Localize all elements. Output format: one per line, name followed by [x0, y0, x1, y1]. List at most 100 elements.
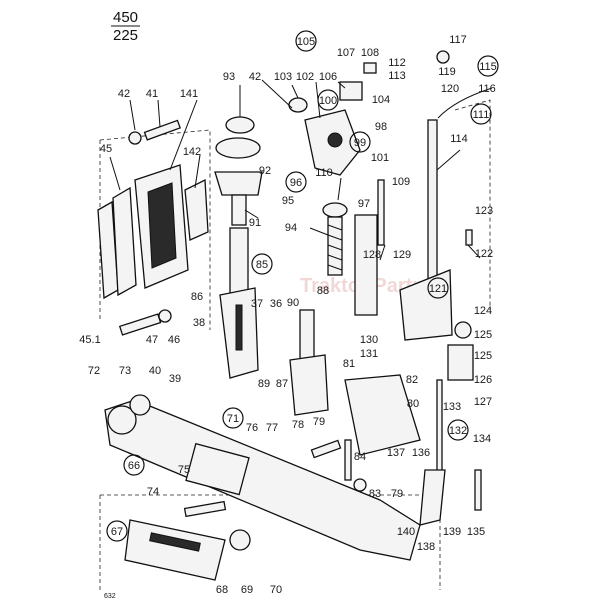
part-label-123: 123 — [475, 205, 493, 217]
part-label-70: 70 — [270, 584, 282, 596]
callout-circle-105 — [295, 30, 317, 52]
part-label-125: 125 — [474, 329, 492, 341]
callout-circle-71 — [222, 407, 244, 429]
part-84-spring — [344, 439, 352, 481]
part-133-rod — [436, 379, 443, 481]
part-label-119: 119 — [438, 66, 456, 78]
part-123-screw — [465, 229, 473, 246]
part-label-114: 114 — [450, 133, 468, 145]
part-label-122: 122 — [475, 248, 493, 260]
callout-label-71: 71 — [227, 413, 239, 425]
part-label-108: 108 — [361, 47, 379, 59]
part-74-bolt — [183, 500, 227, 518]
part-103-ring — [288, 97, 308, 113]
part-label-72: 72 — [88, 365, 100, 377]
callout-circle-96 — [285, 171, 307, 193]
part-label-91: 91 — [249, 217, 261, 229]
part-label-126: 126 — [474, 374, 492, 386]
part-69-ball — [229, 529, 251, 551]
part-label-76: 76 — [246, 422, 258, 434]
part-85-shaft — [229, 227, 249, 299]
part-117-ball — [436, 50, 450, 64]
part-47-bolt — [118, 313, 162, 336]
part-label-82: 82 — [406, 374, 418, 386]
part-label-80: 80 — [407, 398, 419, 410]
part-label-42: 42 — [249, 71, 261, 83]
callout-label-96: 96 — [290, 177, 302, 189]
part-138-arm — [419, 469, 446, 526]
callout-circle-85 — [251, 253, 273, 275]
callout-circle-121 — [427, 277, 449, 299]
part-108-block — [363, 62, 377, 74]
part-72-ball — [107, 405, 137, 435]
part-116-lever — [437, 87, 493, 119]
part-114-rod — [427, 119, 438, 281]
callout-circle-66 — [123, 454, 145, 476]
part-label-42: 42 — [118, 88, 130, 100]
part-142 — [184, 178, 209, 241]
callout-circle-115 — [477, 55, 499, 77]
part-label-86: 86 — [191, 291, 203, 303]
part-41-bolt — [143, 119, 181, 141]
part-label-92: 92 — [259, 165, 271, 177]
part-label-45.1: 45.1 — [79, 334, 100, 346]
part-label-140: 140 — [397, 526, 415, 538]
header-bottom: 225 — [113, 27, 138, 44]
part-83-nut — [353, 478, 367, 492]
part-label-131: 131 — [360, 348, 378, 360]
part-label-134: 134 — [473, 433, 491, 445]
frame-right — [454, 99, 491, 310]
part-94-screw — [327, 216, 343, 276]
part-label-137: 137 — [387, 447, 405, 459]
part-label-77: 77 — [266, 422, 278, 434]
part-label-104: 104 — [372, 94, 390, 106]
part-label-141: 141 — [180, 88, 198, 100]
part-label-69: 69 — [241, 584, 253, 596]
part-124-knob — [454, 321, 472, 339]
part-label-95: 95 — [282, 195, 294, 207]
part-label-112: 112 — [388, 57, 406, 69]
part-label-97: 97 — [358, 198, 370, 210]
part-73-ring — [129, 394, 151, 416]
callout-label-105: 105 — [297, 36, 315, 48]
part-label-83: 83 — [369, 488, 381, 500]
part-label-142: 142 — [183, 146, 201, 158]
part-label-116: 116 — [478, 83, 496, 95]
part-label-107: 107 — [337, 47, 355, 59]
part-86-slot — [235, 304, 243, 351]
part-label-89: 89 — [258, 378, 270, 390]
part-label-125: 125 — [474, 350, 492, 362]
part-label-78: 78 — [292, 419, 304, 431]
part-label-102: 102 — [296, 71, 314, 83]
part-122-bracket — [399, 269, 453, 341]
part-label-103: 103 — [274, 71, 292, 83]
part-label-129: 129 — [393, 249, 411, 261]
part-102-port — [327, 132, 343, 148]
callout-circle-111 — [470, 103, 492, 125]
part-label-39: 39 — [169, 373, 181, 385]
part-label-40: 40 — [149, 365, 161, 377]
part-95-gear — [322, 202, 348, 218]
part-label-47: 47 — [146, 334, 158, 346]
part-68-slot — [149, 532, 201, 552]
part-label-73: 73 — [119, 365, 131, 377]
part-label-79: 79 — [391, 488, 403, 500]
part-125-block — [447, 344, 474, 381]
callout-label-115: 115 — [479, 61, 497, 73]
part-label-130: 130 — [360, 334, 378, 346]
part-label-41: 41 — [146, 88, 158, 100]
part-label-135: 135 — [467, 526, 485, 538]
part-88-cylinder — [354, 214, 378, 316]
part-label-90: 90 — [287, 297, 299, 309]
part-93-bearing — [225, 116, 255, 134]
part-109-rod — [377, 179, 385, 246]
part-141-window — [147, 182, 177, 269]
part-label-128: 128 — [363, 249, 381, 261]
part-label-93: 93 — [223, 71, 235, 83]
leader-lines — [109, 79, 481, 261]
part-label-81: 81 — [343, 358, 355, 370]
callout-circle-99 — [349, 131, 371, 153]
part-label-101: 101 — [371, 152, 389, 164]
